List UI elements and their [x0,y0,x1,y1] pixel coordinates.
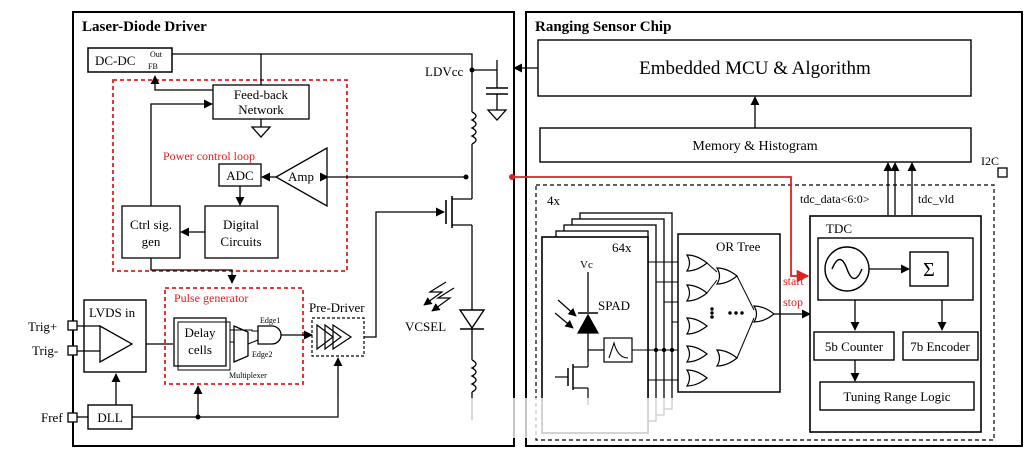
memory-histogram-block [539,127,972,163]
laser-diode-driver-panel: Laser-Diode Driver DC-DC Out FB LDVcc Po… [28,11,515,447]
svg-text:SPAD: SPAD [598,298,630,313]
tdc-data-label: tdc_data<6:0> [800,192,870,206]
svg-text:4x: 4x [547,193,561,208]
svg-text:cells: cells [188,342,212,357]
ctrl-sig-gen-block [121,205,181,259]
svg-text:Feed-back: Feed-back [234,87,289,102]
svg-text:Edge2: Edge2 [252,350,272,359]
svg-text:ADC: ADC [226,168,253,183]
counter-block [813,331,895,361]
power-control-loop: Power control loop Feed-back Network ADC… [112,54,348,284]
svg-text:TDC: TDC [826,221,852,236]
svg-text:Edge1: Edge1 [260,316,280,325]
and-gate-edge [257,325,282,345]
decoupling-capacitor [486,60,508,121]
pulse-generator: Pulse generator Delay cells Multiplexer … [164,287,313,385]
svg-text:Amp: Amp [288,169,314,184]
svg-text:Trig+: Trig+ [28,319,57,334]
trig-minus-pin: Trig- [32,343,100,358]
tdc-vld-label: tdc_vld [918,192,954,206]
svg-text:Trig-: Trig- [32,343,58,358]
summation-block [909,251,949,287]
start-signal-line [512,176,810,283]
spad-pixel-array: 64x Vc SPAD [541,212,690,434]
trig-plus-pin: Trig+ [28,319,100,334]
pre-driver: Pre-Driver [309,207,445,357]
pulse-generator-title: Pulse generator [174,291,248,305]
svg-text:Ctrl sig.: Ctrl sig. [130,217,172,232]
svg-text:Σ: Σ [923,259,935,281]
svg-text:5b Counter: 5b Counter [825,339,884,354]
svg-text:Multiplexer: Multiplexer [229,371,267,380]
ldvcc-label: LDVcc [425,64,463,79]
pre-driver-label: Pre-Driver [309,300,365,315]
svg-text:Vc: Vc [580,259,593,271]
svg-text:Digital: Digital [223,217,259,232]
svg-text:7b Encoder: 7b Encoder [910,339,970,354]
right-panel-title: Ranging Sensor Chip [535,19,671,35]
svg-text:Fref: Fref [41,410,63,425]
svg-text:Tuning Range Logic: Tuning Range Logic [843,389,950,404]
lvds-receiver: LVDS in [83,299,173,373]
multiplexer-mux [233,325,249,363]
svg-text:Circuits: Circuits [220,234,261,249]
svg-text:LVDS in: LVDS in [89,305,136,320]
left-panel-title: Laser-Diode Driver [82,19,207,35]
fref-pin: Fref [41,410,88,425]
svg-text:OR Tree: OR Tree [716,239,761,254]
driver-output-stage: VCSEL [405,70,486,420]
array-container [535,184,995,441]
vcsel-diode [458,309,486,330]
ranging-sensor-panel: Ranging Sensor Chip Embedded MCU & Algor… [513,11,1023,447]
svg-text:Embedded MCU & Algorithm: Embedded MCU & Algorithm [639,58,871,79]
svg-text:DC-DC: DC-DC [95,53,135,68]
svg-text:DLL: DLL [97,410,122,425]
svg-text:64x: 64x [612,240,632,255]
vcsel-label: VCSEL [405,319,446,334]
svg-text:stop: stop [783,295,803,309]
or-tree: OR Tree [677,233,781,393]
svg-text:FB: FB [148,62,158,71]
svg-text:Out: Out [150,50,163,59]
dcdc-converter: DC-DC Out FB [87,47,173,73]
dll-block: DLL [87,357,343,430]
svg-text:Delay: Delay [184,325,216,340]
encoder-block [902,331,979,361]
digital-circuits-block [204,205,279,259]
svg-text:Network: Network [238,102,284,117]
i2c-label: I2C [981,154,999,168]
svg-text:gen: gen [142,234,161,249]
svg-text:Memory & Histogram: Memory & Histogram [692,139,817,154]
tdc-block: TDC Σ 5b Counter 7b Encoder Tuning Range… [809,215,982,433]
delay-cells-block [173,317,227,367]
power-loop-title: Power control loop [163,149,255,163]
tuning-range-logic-block [819,381,975,411]
